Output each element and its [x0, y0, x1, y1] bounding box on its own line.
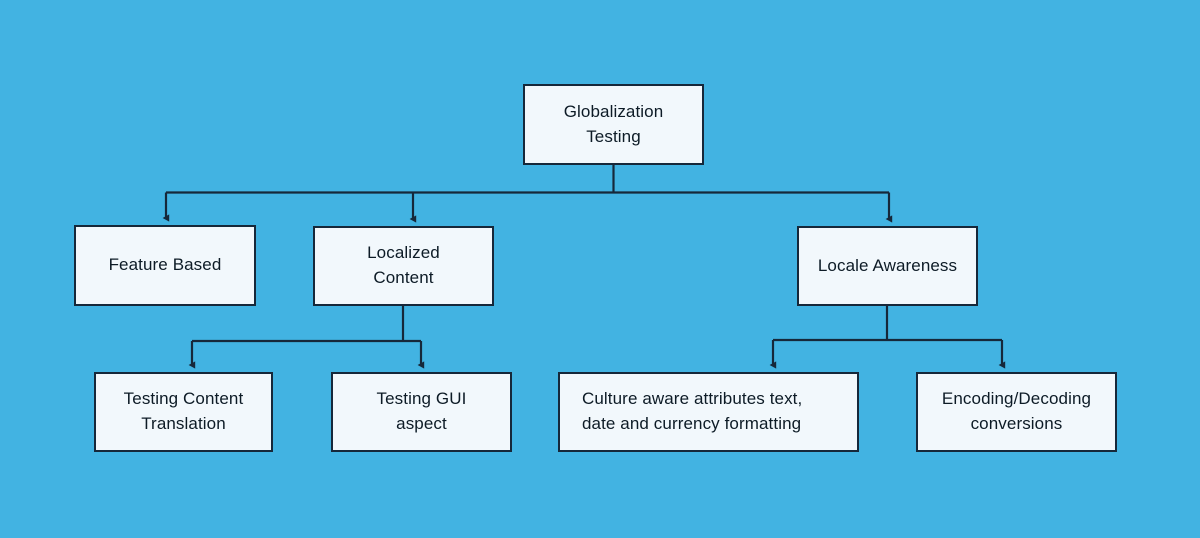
node-globalization-testing[interactable]: Globalization Testing: [523, 84, 704, 165]
node-locale-awareness[interactable]: Locale Awareness: [797, 226, 978, 306]
node-feature-based[interactable]: Feature Based: [74, 225, 256, 306]
node-localized-content[interactable]: Localized Content: [313, 226, 494, 306]
node-testing-gui-aspect[interactable]: Testing GUI aspect: [331, 372, 512, 452]
node-testing-content-translation[interactable]: Testing Content Translation: [94, 372, 273, 452]
node-culture-aware-attributes[interactable]: Culture aware attributes text, date and …: [558, 372, 859, 452]
node-encoding-decoding-conversions[interactable]: Encoding/Decoding conversions: [916, 372, 1117, 452]
